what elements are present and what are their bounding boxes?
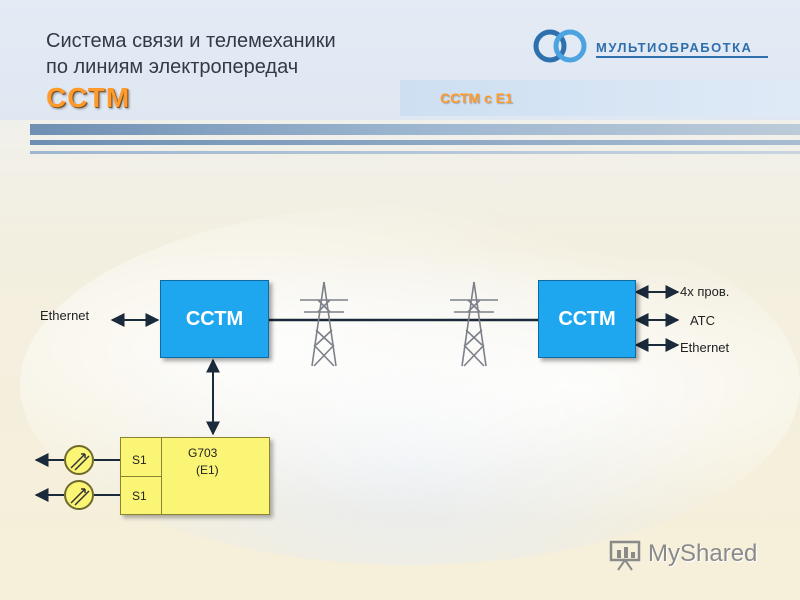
left-sstm-node: ССТМ	[160, 280, 269, 358]
subtitle-bar	[400, 80, 800, 116]
header-stripe-2	[30, 140, 800, 145]
slide-subtitle: ССТМ с Е1	[440, 90, 513, 106]
g703-label: G703	[188, 446, 218, 460]
brand-title: ССТМ	[46, 82, 131, 113]
right-sstm-node: ССТМ	[538, 280, 636, 358]
output-4wire-label: 4х пров.	[680, 284, 730, 299]
header-stripe-3	[30, 151, 800, 154]
port-s1-top: S1	[132, 453, 147, 467]
g703-divider-vertical	[161, 438, 162, 514]
port-s1-bottom: S1	[132, 489, 147, 503]
g703-e1-label: (E1)	[196, 463, 219, 477]
g703-block: S1 S1 G703 (E1)	[120, 437, 270, 515]
output-atc-label: АТС	[690, 313, 715, 328]
watermark: MyShared	[608, 538, 778, 572]
ethernet-left-label: Ethernet	[40, 308, 90, 323]
output-ethernet-label: Ethernet	[680, 340, 730, 355]
g703-divider-horizontal	[121, 476, 161, 477]
presentation-icon	[609, 540, 641, 571]
title-line-1: Система связи и телемеханики	[46, 30, 336, 52]
header-stripe-1	[30, 124, 800, 135]
optic-icon-bottom	[64, 480, 94, 510]
title-line-2: по линиям электропередач	[46, 56, 299, 78]
company-logo: МУЛЬТИОБРАБОТКА	[532, 26, 782, 66]
power-tower-icon-right	[450, 281, 498, 367]
logo-underline	[596, 56, 768, 58]
power-tower-icon-left	[300, 281, 348, 367]
logo-icon	[533, 29, 587, 63]
watermark-text: MyShared	[648, 540, 758, 567]
logo-text: МУЛЬТИОБРАБОТКА	[596, 40, 753, 55]
optic-icon-top	[64, 445, 94, 475]
